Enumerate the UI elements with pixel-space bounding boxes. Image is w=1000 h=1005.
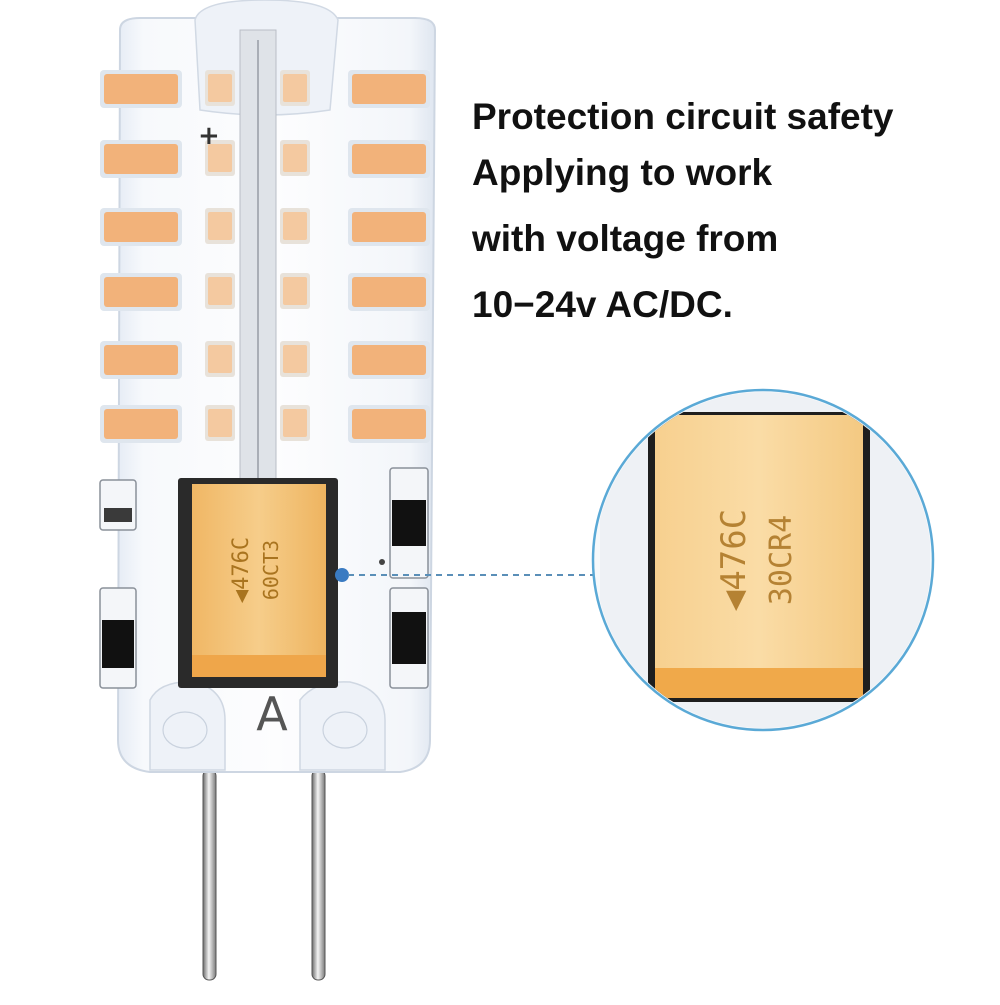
zoom-ring <box>591 388 935 732</box>
led-chip <box>348 70 430 108</box>
zoom-marking-line1: ◀476C <box>714 509 754 611</box>
led-chip-center <box>280 273 310 309</box>
led-chip-center <box>280 140 310 176</box>
led-chip <box>100 70 182 108</box>
led-chip-center <box>205 70 235 106</box>
led-chip <box>348 140 430 178</box>
caption-line: 10−24v AC/DC. <box>472 284 733 325</box>
led-chip-center <box>205 208 235 244</box>
led-chip-center <box>205 341 235 377</box>
led-chip <box>100 140 182 178</box>
caption-line: Protection circuit safety <box>472 96 894 137</box>
led-chip-center <box>205 273 235 309</box>
led-chip-center <box>280 70 310 106</box>
led-chip <box>100 273 182 311</box>
led-chip <box>100 405 182 443</box>
zoom-marking-line2: 30CR4 <box>764 515 799 605</box>
capacitor: ◀476C 60CT3 <box>178 478 338 688</box>
led-chip-center <box>205 405 235 441</box>
base-letter: A <box>256 687 288 741</box>
led-chip <box>348 341 430 379</box>
bulb-pins <box>202 769 326 981</box>
side-components <box>99 467 429 689</box>
capacitor-marking-line2: 60CT3 <box>259 540 283 600</box>
led-chip-center <box>205 140 235 176</box>
led-chip <box>348 273 430 311</box>
led-chip <box>348 405 430 443</box>
led-chip <box>100 341 182 379</box>
caption-line: Applying to work <box>472 152 773 193</box>
caption-line: with voltage from <box>472 218 779 259</box>
zoom-circle: ◀476C 30CR4 <box>591 388 935 732</box>
polarity-mark: + <box>198 121 220 151</box>
leader-line <box>335 568 596 582</box>
led-chip <box>100 208 182 246</box>
led-chips <box>100 70 430 443</box>
capacitor-marking-line1: ◀476C <box>229 537 254 603</box>
led-chip-center <box>280 208 310 244</box>
led-chip-center <box>280 341 310 377</box>
led-chip-center <box>280 405 310 441</box>
led-chip <box>348 208 430 246</box>
